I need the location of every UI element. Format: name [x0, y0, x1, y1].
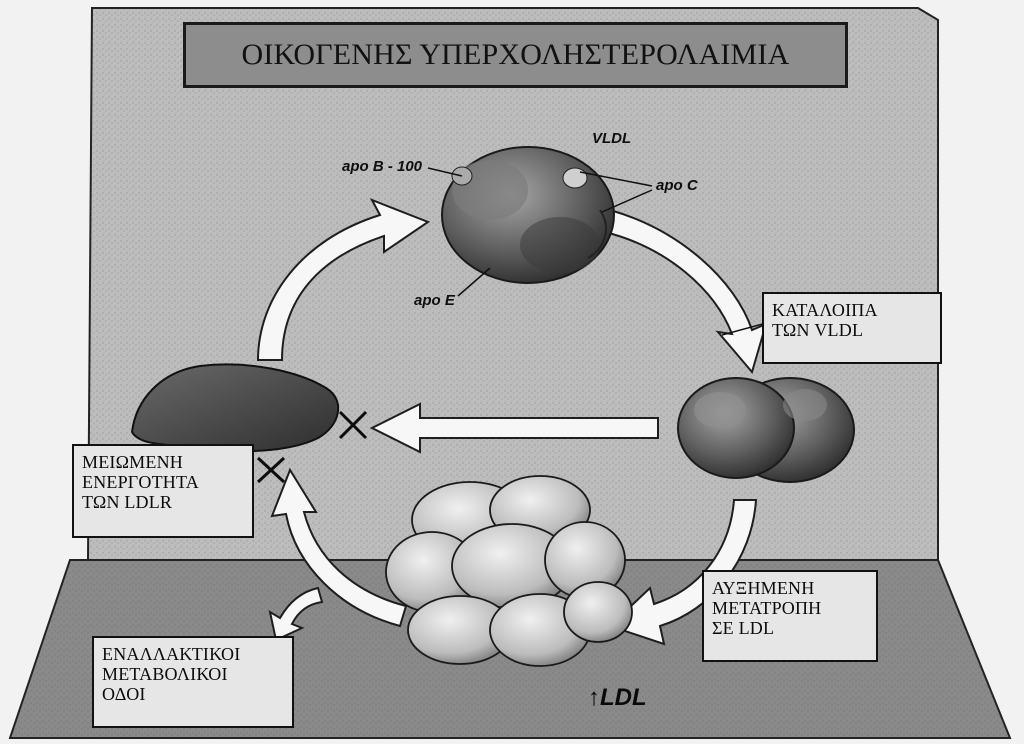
vldl-remnant-particle [677, 377, 855, 483]
ldl-increase-indicator: ↑LDL [588, 684, 647, 712]
alternative-pathways-line-3: ΟΔΟΙ [102, 684, 146, 705]
ldl-label: LDL [600, 684, 647, 711]
vldl-label: VLDL [592, 130, 632, 147]
block-cross-liver [338, 410, 368, 440]
vldl-particle [441, 146, 615, 284]
reduced-ldlr-line-2: ΕΝΕΡΓΟΤΗΤΑ [82, 472, 199, 493]
apo-c-label: apo C [656, 177, 698, 194]
alternative-pathways-box: ΕΝΑΛΛΑΚΤΙΚΟΙ ΜΕΤΑΒΟΛΙΚΟΙ ΟΔΟΙ [92, 636, 294, 728]
alternative-pathways-line-2: ΜΕΤΑΒΟΛΙΚΟΙ [102, 664, 228, 685]
apo-e-label: apo E [414, 292, 455, 309]
reduced-ldlr-box: ΜΕΙΩΜΕΝΗ ΕΝΕΡΓΟΤΗΤΑ ΤΩΝ LDLR [72, 444, 254, 538]
increased-conversion-box: ΑΥΞΗΜΕΝΗ ΜΕΤΑΤΡΟΠΗ ΣΕ LDL [702, 570, 878, 662]
alternative-pathways-line-1: ΕΝΑΛΛΑΚΤΙΚΟΙ [102, 644, 241, 664]
reduced-ldlr-line-1: ΜΕΙΩΜΕΝΗ [82, 452, 183, 472]
up-arrow-icon: ↑ [588, 684, 600, 711]
increased-conversion-line-1: ΑΥΞΗΜΕΝΗ [712, 578, 815, 598]
label-leaders [427, 167, 771, 336]
apo-b100-label: apo B - 100 [342, 158, 423, 175]
block-cross-ldlr [256, 456, 286, 484]
diagram-title: ΟΙΚΟΓΕΝΗΣ ΥΠΕΡΧΟΛΗΣΤΕΡΟΛΑΙΜΙΑ [183, 22, 848, 88]
increased-conversion-line-2: ΜΕΤΑΤΡΟΠΗ [712, 598, 822, 619]
increased-conversion-line-3: ΣΕ LDL [712, 618, 775, 639]
ldl-cluster [385, 475, 633, 667]
vldl-remnants-line-2: ΤΩΝ VLDL [772, 320, 864, 341]
reduced-ldlr-line-3: ΤΩΝ LDLR [82, 492, 173, 513]
block-marks [256, 410, 368, 484]
vldl-remnants-box: ΚΑΤΑΛΟΙΠΑ ΤΩΝ VLDL [762, 292, 942, 364]
vldl-remnants-line-1: ΚΑΤΑΛΟΙΠΑ [772, 300, 878, 320]
